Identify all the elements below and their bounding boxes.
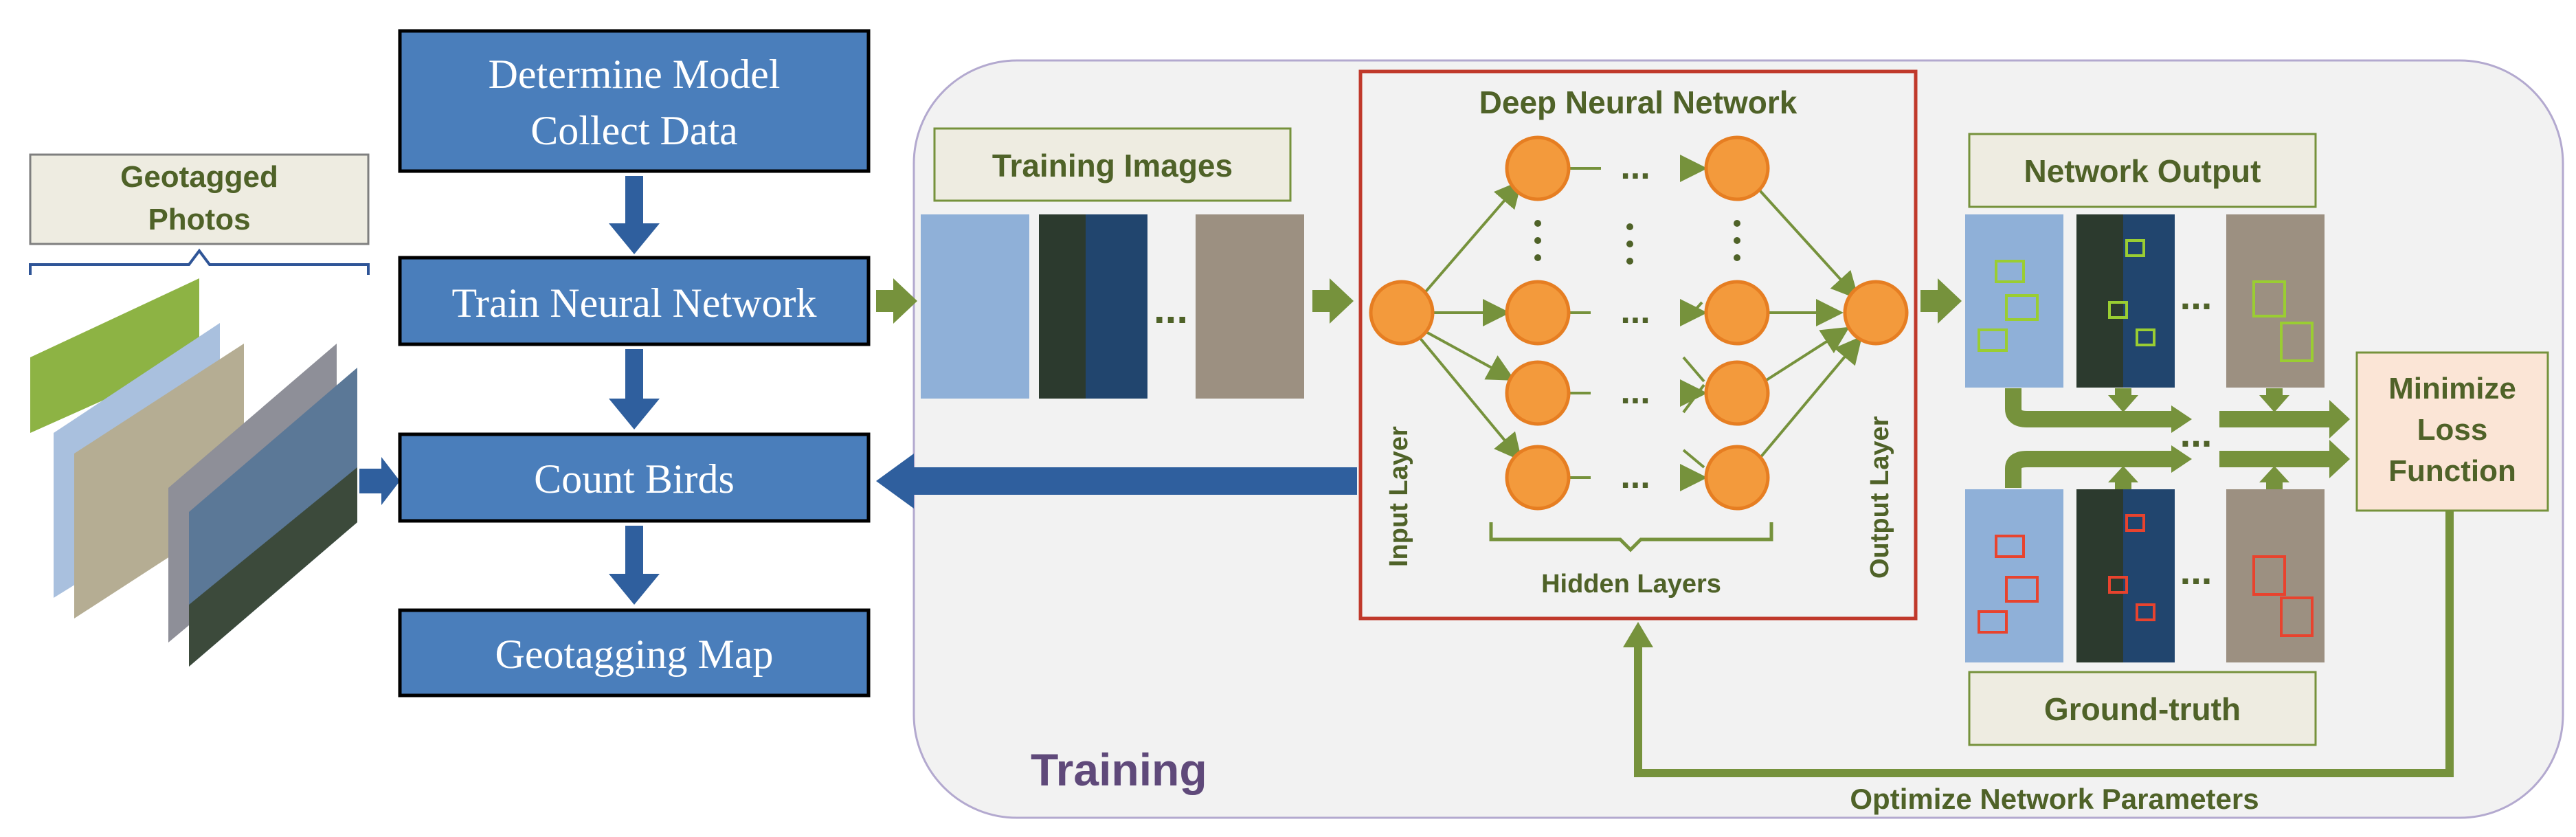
truth-images-ellipsis: ... (2180, 549, 2213, 592)
input-node (1369, 280, 1435, 346)
step-count-birds-box (398, 432, 871, 523)
network-output-label-box (1968, 133, 2317, 208)
dnn-connections (1418, 155, 1863, 491)
dnn-title: Deep Neural Network (1479, 85, 1797, 120)
training-images-label: Training Images (992, 148, 1233, 183)
hiddenN-node-2 (1704, 280, 1770, 346)
output-layer-label: Output Layer (1866, 416, 1894, 579)
loss-flow-ellipsis: ... (2180, 412, 2213, 455)
dnn-ellipsis-row3: ... (1620, 372, 1650, 412)
dnn-nodes (1369, 135, 1909, 511)
geotagged-label-line1: Geotagged (120, 160, 278, 194)
hiddenN-node-4 (1704, 445, 1770, 511)
step-count-birds-label: Count Birds (534, 456, 735, 502)
training-images-label-box (933, 127, 1292, 202)
input-layer-label: Input Layer (1385, 426, 1413, 567)
dnn-ellipsis-row2: ... (1620, 291, 1650, 331)
step-determine-model-line1: Determine Model (489, 52, 781, 97)
arrow-photos-to-count (359, 457, 400, 505)
hidden1-node-3 (1505, 360, 1571, 426)
hidden1-node-2 (1505, 280, 1571, 346)
loss-function-line1: Minimize (2388, 372, 2516, 405)
geotagged-brace (29, 248, 370, 275)
arrow-dnn-to-output (1920, 278, 1962, 324)
loss-flow-arrows (2005, 388, 2350, 489)
loss-function-box (2355, 351, 2549, 512)
photo-stack-1 (30, 278, 199, 433)
network-output-label: Network Output (2024, 153, 2261, 189)
network-output-thumbnails: ... (1965, 214, 2325, 388)
arrow-dnn-to-count-birds (876, 454, 1357, 509)
training-title: Training (1031, 744, 1207, 795)
photo-stack-3 (74, 344, 244, 618)
dnn-ellipsis-row4: ... (1620, 456, 1650, 496)
hidden-layers-brace (1489, 522, 1773, 553)
arrow-step2-to-step3 (609, 349, 660, 429)
truth-image-3 (2226, 489, 2325, 662)
step-geotagging-map-label: Geotagging Map (495, 632, 774, 677)
arrow-images-to-dnn (1312, 278, 1354, 324)
hiddenN-node-3 (1704, 360, 1770, 426)
ground-truth-label-box (1968, 671, 2317, 746)
ground-truth-thumbnails: ... (1965, 489, 2325, 662)
optimize-feedback-line (1634, 511, 2454, 777)
output-image-3 (2226, 214, 2325, 388)
training-image-1 (921, 214, 1029, 399)
arrow-train-to-images (876, 278, 917, 324)
training-image-3 (1196, 214, 1304, 399)
step-train-network-box (398, 256, 871, 346)
dnn-ellipses: ... ... ... ... (1620, 147, 1650, 496)
photo-stack-5-ground (189, 467, 357, 667)
arrow-step1-to-step2 (609, 176, 660, 254)
training-image-2-water (1086, 214, 1147, 399)
hiddenN-node-1 (1704, 135, 1770, 201)
geotagged-label-box (29, 153, 370, 245)
ground-truth-label: Ground-truth (2044, 691, 2241, 727)
loss-function-line3: Function (2388, 454, 2516, 488)
arrow-step3-to-step4 (609, 526, 660, 605)
optimize-label: Optimize Network Parameters (1850, 783, 2259, 815)
hidden1-node-4 (1505, 445, 1571, 511)
step-geotagging-map-box (398, 608, 871, 698)
output-node (1843, 280, 1909, 346)
step-train-network-label: Train Neural Network (451, 280, 816, 326)
output-image-1 (1965, 214, 2063, 388)
output-images-ellipsis: ... (2180, 274, 2213, 317)
loss-function-line2: Loss (2417, 413, 2488, 447)
training-images-ellipsis: ... (1154, 286, 1188, 332)
hidden1-node-1 (1505, 135, 1571, 201)
hidden-layers-label: Hidden Layers (1541, 570, 1721, 599)
geotagged-photos-group: Geotagged Photos (29, 153, 370, 667)
training-image-thumbnails: ... (921, 214, 1304, 399)
step-collect-data-line2: Collect Data (530, 108, 738, 153)
pipeline: Determine Model Collect Data Train Neura… (398, 29, 871, 698)
dnn-ellipsis-row1: ... (1620, 147, 1650, 187)
optimize-feedback-arrowhead (1623, 622, 1653, 647)
step-determine-model-box (398, 29, 871, 173)
dnn-vertical-dots (1534, 220, 1740, 265)
geotagged-label-line2: Photos (148, 203, 250, 236)
